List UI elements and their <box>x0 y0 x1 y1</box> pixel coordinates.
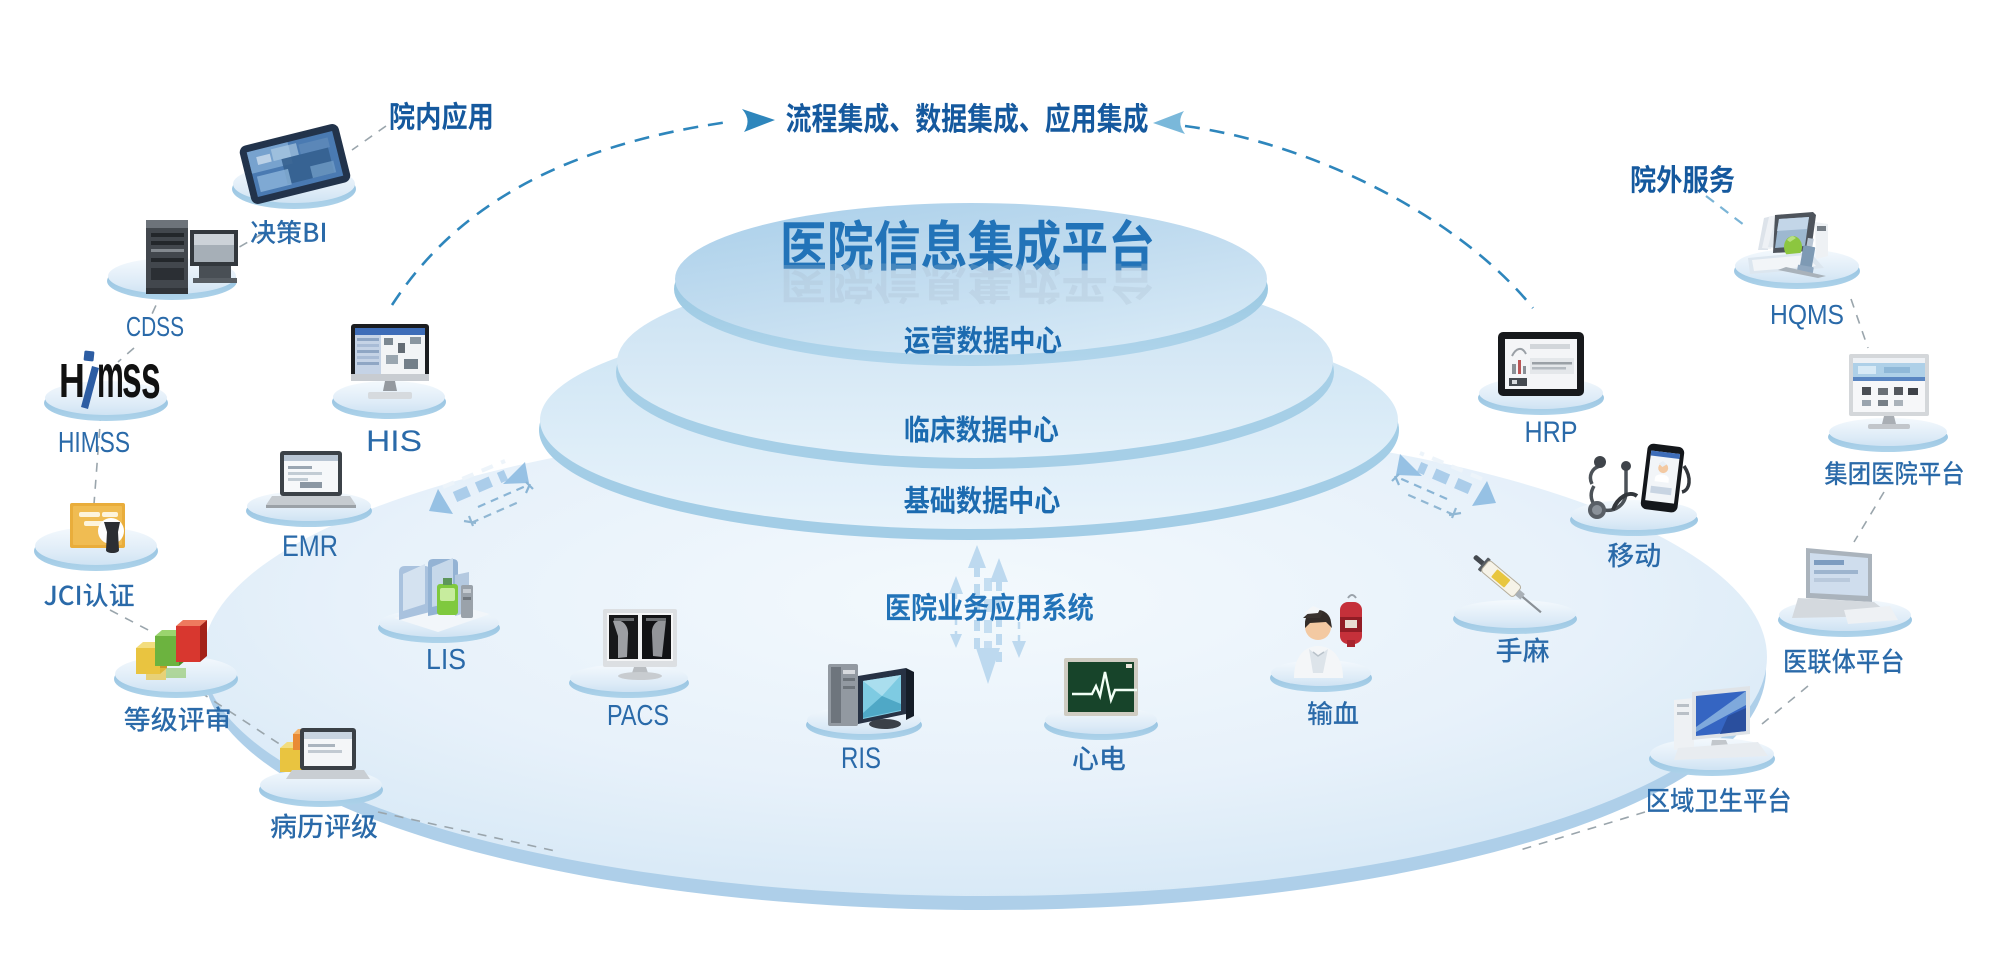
svg-text:HRP: HRP <box>1525 416 1578 449</box>
svg-text:HIMSS: HIMSS <box>58 427 130 459</box>
svg-text:CDSS: CDSS <box>126 311 184 342</box>
svg-text:PACS: PACS <box>607 700 669 732</box>
svg-text:LIS: LIS <box>426 644 466 676</box>
svg-text:HIS: HIS <box>366 425 422 458</box>
svg-text:EMR: EMR <box>282 530 338 563</box>
svg-text:HQMS: HQMS <box>1770 299 1844 330</box>
svg-text:RIS: RIS <box>841 742 881 775</box>
